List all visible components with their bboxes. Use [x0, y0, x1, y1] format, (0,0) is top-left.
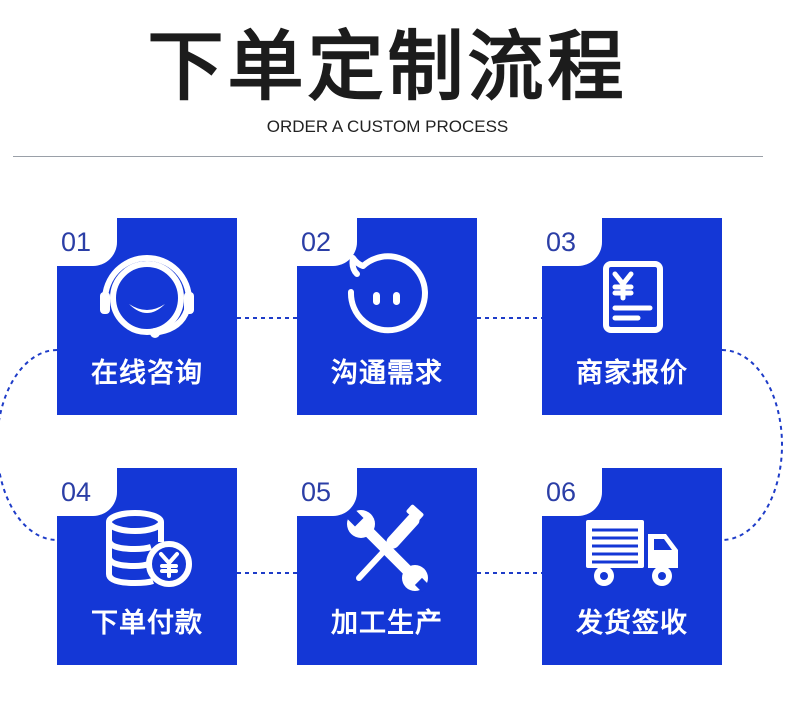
step-number-tab: 03 [542, 218, 602, 266]
step-card-02: 02 沟通需求 [297, 218, 477, 415]
delivery-truck-icon [586, 520, 678, 586]
page-subtitle: ORDER A CUSTOM PROCESS [266, 117, 509, 136]
page-title: 下单定制流程 [147, 22, 628, 111]
quote-document-icon [603, 261, 663, 333]
chat-face-icon [347, 253, 428, 334]
step-card-05: 05 加工生产 [297, 468, 477, 665]
step-number: 03 [546, 227, 577, 257]
step-label: 下单付款 [91, 608, 203, 639]
wrench-screwdriver-icon [346, 504, 430, 593]
step-number: 04 [61, 477, 92, 507]
header-divider [13, 156, 763, 157]
step-number-tab: 06 [542, 468, 602, 516]
step-number: 01 [61, 227, 92, 257]
step-number-tab: 04 [57, 468, 117, 516]
headset-icon [100, 255, 194, 338]
step-label: 发货签收 [576, 608, 688, 639]
connector-loop-right [721, 349, 783, 541]
step-number-tab: 05 [297, 468, 357, 516]
step-number: 05 [301, 477, 332, 507]
step-number: 02 [301, 227, 332, 257]
connector-loop-left [0, 349, 58, 541]
step-card-01: 01 在线咨询 [57, 218, 237, 415]
step-card-03: 03 商家报价 [542, 218, 722, 415]
step-number: 06 [546, 477, 577, 507]
step-number-tab: 01 [57, 218, 117, 266]
step-card-04: 04 下单付款 [57, 468, 237, 665]
step-card-06: 06 发货签收 [542, 468, 722, 665]
coins-payment-icon [106, 510, 192, 587]
step-label: 加工生产 [331, 608, 443, 639]
step-label: 沟通需求 [331, 358, 443, 389]
step-number-tab: 02 [297, 218, 357, 266]
step-label: 在线咨询 [91, 358, 203, 389]
step-label: 商家报价 [576, 358, 688, 389]
